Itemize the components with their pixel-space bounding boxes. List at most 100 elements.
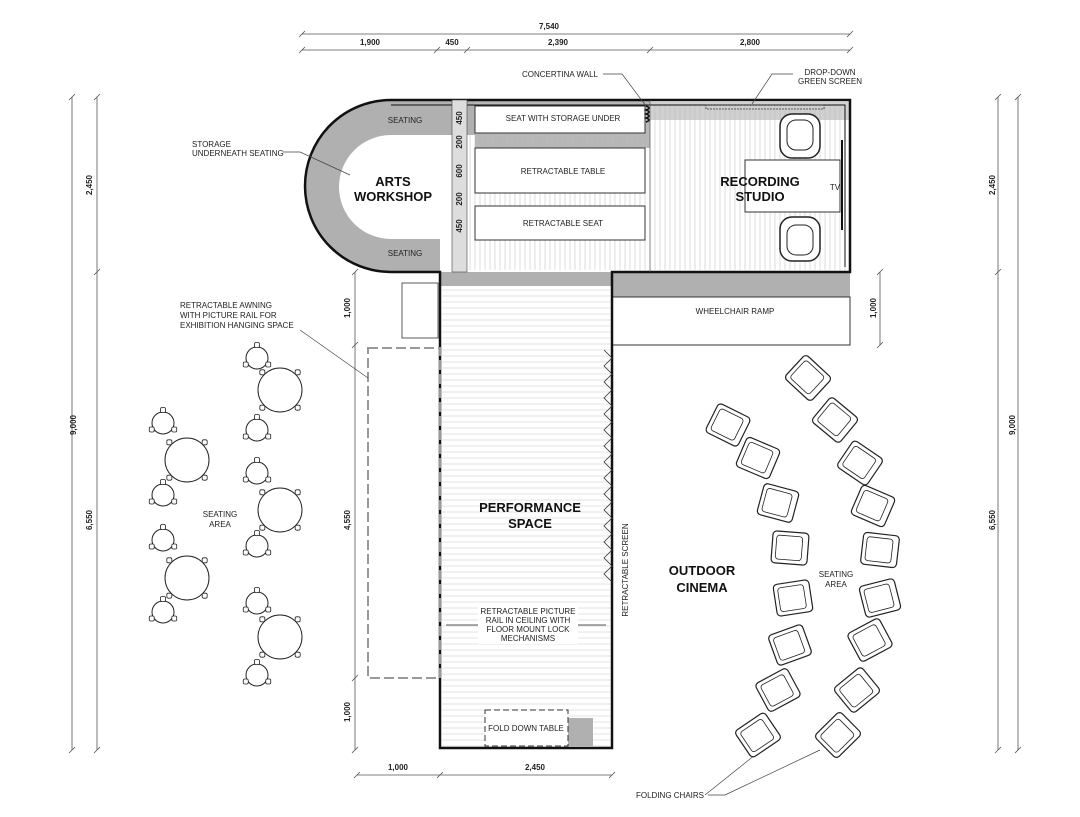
folding-chair — [858, 578, 902, 618]
cafe-table — [242, 587, 272, 615]
dim-label: 9,000 — [69, 414, 78, 435]
retractable-screen-label: RETRACTABLE SCREEN — [621, 523, 630, 616]
retractable-table-label: RETRACTABLE TABLE — [521, 167, 605, 176]
fold-table-label: FOLD DOWN TABLE — [488, 724, 564, 733]
fold-down-table — [484, 709, 569, 747]
folding-chair — [815, 712, 861, 758]
dim-label: 4,550 — [343, 509, 352, 530]
folding-chair — [772, 579, 814, 617]
dim-label: 2,450 — [525, 763, 546, 772]
retractable-seat — [474, 205, 646, 241]
retractable-seat-label: RETRACTABLE SEAT — [523, 219, 603, 228]
seating-area-label: AREA — [209, 520, 231, 529]
green-screen-label: GREEN SCREEN — [798, 77, 862, 86]
cafe-table — [242, 414, 272, 442]
tv-desk — [744, 159, 841, 213]
folding-chair — [833, 667, 881, 713]
folding-chair — [735, 436, 781, 480]
dim-label: 1,000 — [869, 297, 878, 318]
side-dimensions: 9,000 2,450 6,550 9,000 2,450 6,550 1,00… — [68, 93, 1022, 754]
folding-chair — [850, 484, 896, 528]
strip-dim-label: 200 — [455, 135, 464, 149]
outdoor-cinema-label: CINEMA — [676, 580, 728, 595]
label-line: MECHANISMS — [501, 634, 555, 643]
recording-studio-label: STUDIO — [735, 189, 784, 204]
cafe-table — [242, 342, 272, 370]
folding-chair — [770, 530, 810, 566]
awning-label: EXHIBITION HANGING SPACE — [180, 321, 294, 330]
dim-total-width: 7,540 — [539, 22, 560, 31]
label-line: FLOOR MOUNT LOCK — [487, 625, 571, 634]
folding-chairs-label: FOLDING CHAIRS — [636, 791, 704, 800]
dim-label: 2,390 — [548, 38, 569, 47]
label-line: RETRACTABLE PICTURE — [481, 607, 576, 616]
cafe-table — [164, 437, 210, 483]
performance-space-label: PERFORMANCE — [479, 500, 581, 515]
strip-dim-label: 600 — [455, 164, 464, 178]
cafe-table — [242, 457, 272, 485]
awning-label: RETRACTABLE AWNING — [180, 301, 272, 310]
dim-label: 2,450 — [85, 174, 94, 195]
dim-label: 450 — [445, 38, 459, 47]
strip-dim-label: 200 — [455, 192, 464, 206]
folding-chair — [837, 440, 883, 486]
green-screen-label: DROP-DOWN — [804, 68, 855, 77]
dim-label: 9,000 — [1008, 414, 1017, 435]
arts-workshop-label: ARTS — [375, 174, 411, 189]
cinema-chairs — [705, 355, 902, 758]
dim-label: 6,550 — [988, 509, 997, 530]
cafe-table — [257, 367, 303, 413]
cafe-tables — [148, 342, 303, 687]
strip-dim-label: 450 — [455, 219, 464, 233]
label-line: RAIL IN CEILING WITH — [486, 616, 571, 625]
building: WHEELCHAIR RAMP 450 200 600 200 450 SEAT WIT… — [303, 98, 852, 750]
seat-with-storage — [474, 105, 646, 134]
studio-chair — [779, 113, 821, 159]
cafe-table — [257, 614, 303, 660]
folding-chair — [756, 483, 800, 523]
folding-chair — [811, 397, 859, 443]
seating-label: SEATING — [388, 249, 423, 258]
awning-label: WITH PICTURE RAIL FOR — [180, 311, 277, 320]
seating-area-label: SEATING — [203, 510, 238, 519]
retractable-table — [474, 147, 646, 194]
folding-chair — [735, 712, 781, 758]
seating-label: SEATING — [388, 116, 423, 125]
annotations: CONCERTINA WALL DROP-DOWN GREEN SCREEN S… — [180, 68, 862, 800]
cafe-table — [257, 487, 303, 533]
cafe-table — [148, 479, 178, 507]
cafe-table — [242, 530, 272, 558]
dim-label: 1,000 — [343, 701, 352, 722]
folding-chair — [768, 624, 812, 666]
folding-chair — [784, 355, 832, 401]
dim-label: 2,450 — [988, 174, 997, 195]
dim-label: 1,900 — [360, 38, 381, 47]
green-screen — [705, 104, 825, 110]
arts-workshop-label: WORKSHOP — [354, 189, 432, 204]
folding-chair — [705, 403, 751, 447]
retractable-screen — [603, 349, 613, 583]
cafe-table — [148, 524, 178, 552]
wheelchair-ramp-label: WHEELCHAIR RAMP — [696, 307, 775, 316]
tv-label: TV — [830, 183, 841, 192]
recording-studio-label: RECORDING — [720, 174, 799, 189]
dim-label: 2,800 — [740, 38, 761, 47]
bottom-dimensions: 1,000 2,450 — [353, 763, 616, 779]
cafe-table — [148, 407, 178, 435]
studio-chair — [779, 216, 821, 262]
folding-chair — [860, 531, 900, 569]
seating-area-label: AREA — [825, 580, 847, 589]
strip-dim-label: 450 — [455, 111, 464, 125]
storage-label: STORAGE — [192, 140, 231, 149]
folding-chair — [755, 668, 801, 712]
concertina-wall-label: CONCERTINA WALL — [522, 70, 599, 79]
concertina-wall-icon — [643, 105, 650, 123]
seat-storage-label: SEAT WITH STORAGE UNDER — [506, 114, 621, 123]
top-dimensions: 7,540 1,900 450 2,390 2,800 — [298, 22, 854, 54]
picture-rail-label: RETRACTABLE PICTURE RAIL IN CEILING WITH… — [478, 606, 578, 644]
storage-label: UNDERNEATH SEATING — [192, 149, 284, 158]
dim-label: 1,000 — [388, 763, 409, 772]
retractable-awning — [367, 347, 441, 679]
cafe-table — [164, 555, 210, 601]
